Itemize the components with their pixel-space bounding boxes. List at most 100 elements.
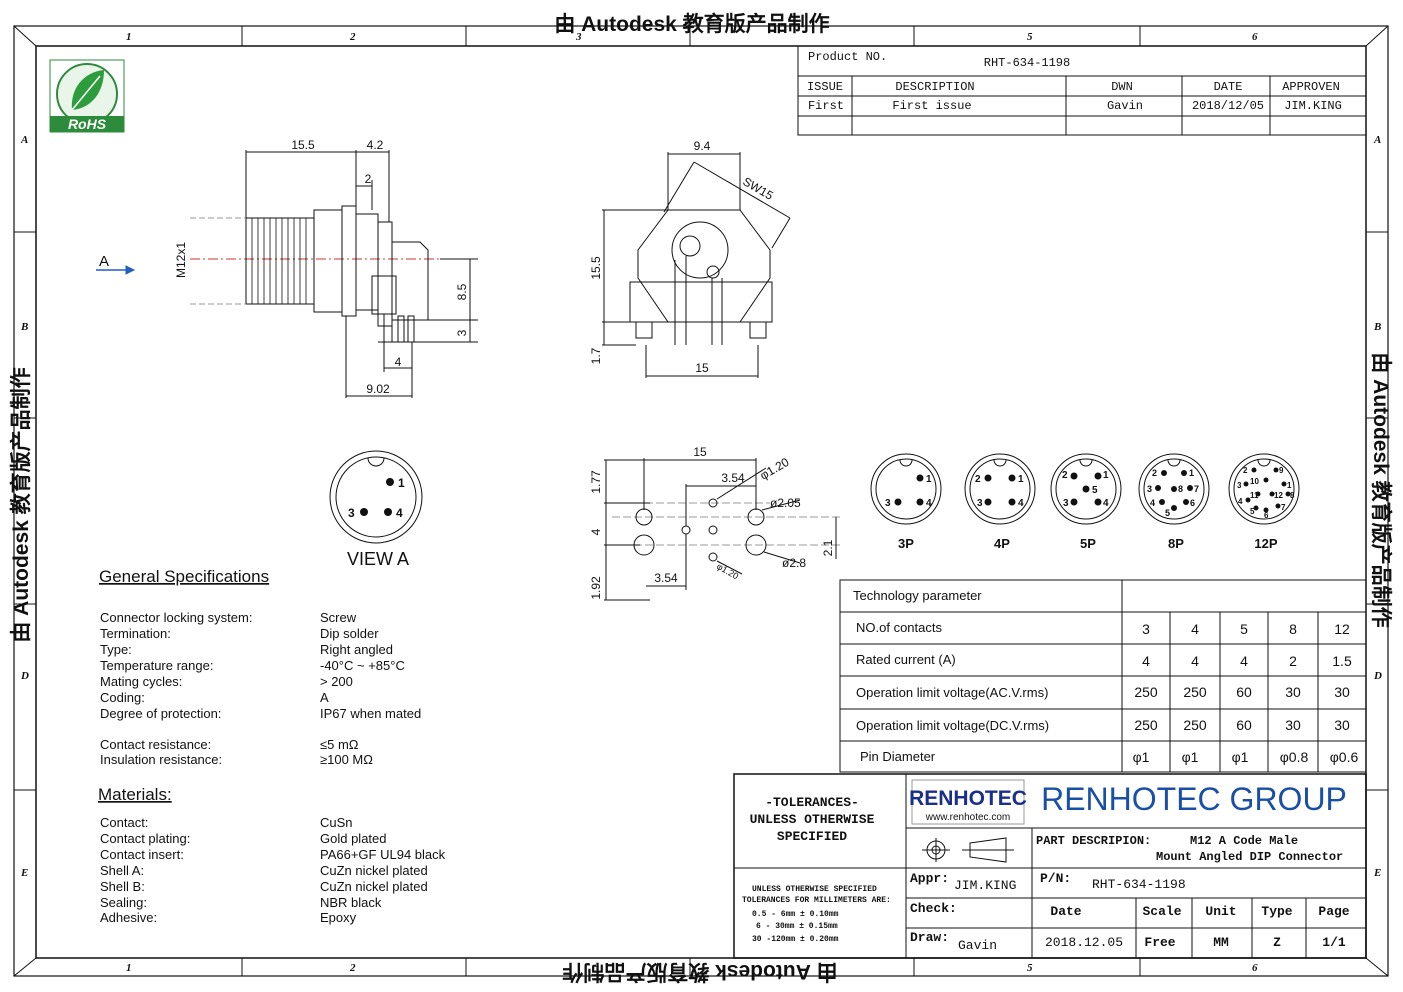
draw-label: Draw:: [910, 930, 949, 945]
side-view-dims: 15.5 4.2 2 M12x1 8.5 3 4 9.02 A: [99, 138, 469, 396]
rev-cell: First issue: [892, 99, 971, 113]
pin-dot: [1082, 485, 1090, 493]
pin-label: 10: [1250, 477, 1259, 486]
pin-label: 11: [1250, 491, 1259, 500]
watermark-right: 由 Autodesk 教育版产品制作: [1369, 352, 1393, 627]
dim-label: 9.02: [366, 382, 390, 396]
col-label: 6: [1252, 31, 1258, 43]
front-view-dims: 9.4 SW15 15.5 1.7 15: [589, 139, 776, 375]
spec-value: IP67 when mated: [320, 706, 421, 721]
tech-cell: φ0.8: [1280, 749, 1309, 765]
tech-cell: 4: [1191, 621, 1199, 637]
material-key: Shell B:: [100, 879, 145, 894]
spec-key: Temperature range:: [100, 658, 213, 673]
border-frame: [13, 25, 1389, 977]
pin-label: 3: [1063, 498, 1069, 509]
product-no-label: Product NO.: [808, 50, 887, 64]
pin-label: 1: [1103, 470, 1109, 481]
tech-cell: φ1: [1182, 749, 1199, 765]
pin-label: 2: [1243, 466, 1248, 475]
row-label: A: [1373, 134, 1381, 146]
spec-key: Coding:: [100, 690, 145, 705]
logo-wordmark: RENHOTEC: [909, 787, 1027, 810]
pin-label: 3: [977, 498, 983, 509]
materials: Materials: Contact: CuSn Contact plating…: [98, 785, 446, 925]
spec-key: Mating cycles:: [100, 674, 182, 689]
pin-dot: [1094, 472, 1102, 480]
part-desc-label: PART DESCRIPION:: [1036, 834, 1151, 848]
title-block: -TOLERANCES- UNLESS OTHERWISE SPECIFIED …: [733, 773, 1367, 959]
pin-dot: [916, 498, 924, 506]
tech-cell: 30: [1285, 717, 1301, 733]
pin-layouts: 1 3 4 3P 2 1 3 4 4P: [870, 453, 1300, 551]
spec-value: > 200: [320, 674, 353, 689]
rev-cell: First: [808, 99, 844, 113]
product-no: RHT-634-1198: [984, 56, 1070, 70]
rev-cell: Gavin: [1107, 99, 1143, 113]
pin-layout-label: 5P: [1080, 536, 1096, 551]
pin-label: 2: [1062, 470, 1068, 481]
pin-dot: [1070, 472, 1078, 480]
pin-label: 4: [1238, 497, 1243, 506]
col-label: 3: [575, 31, 582, 43]
rev-cell: 2018/12/05: [1192, 99, 1264, 113]
pin-label: 9: [1279, 466, 1284, 475]
pin-dot: [984, 498, 992, 506]
dim-label: 2.1: [821, 539, 835, 556]
rev-cell: JIM.KING: [1284, 99, 1342, 113]
row-label: D: [1373, 670, 1382, 682]
tolerance-small: 0.5 - 6mm ± 0.10mm: [752, 910, 839, 919]
col-label: 1: [126, 31, 132, 43]
tech-cell: 1.5: [1332, 653, 1352, 669]
tech-cell: 250: [1183, 684, 1207, 700]
dim-label: M12x1: [174, 242, 188, 278]
draw-value: Gavin: [958, 938, 997, 953]
title-value: MM: [1213, 935, 1229, 950]
material-value: PA66+GF UL94 black: [320, 847, 446, 862]
dim-label: 3.54: [721, 471, 745, 485]
dim-label: ø2.05: [770, 496, 801, 510]
col-label: 2: [349, 31, 356, 43]
tolerance-small: UNLESS OTHERWISE SPECIFIED: [752, 885, 877, 894]
title-header: Page: [1318, 904, 1349, 919]
general-specifications: General Specifications Connector locking…: [99, 567, 421, 767]
dim-label: 15.5: [291, 138, 315, 152]
tech-cell: 4: [1240, 653, 1248, 669]
dim-label: 1.77: [589, 470, 603, 494]
material-key: Sealing:: [100, 895, 147, 910]
tech-cell: 30: [1334, 684, 1350, 700]
spec-value: -40°C ~ +85°C: [320, 658, 405, 673]
tolerance-small: TOLERANCES FOR MILLIMETERS ARE:: [742, 896, 891, 905]
view-arrow-label: A: [99, 253, 109, 270]
rohs-text: RoHS: [68, 116, 107, 132]
spec-value: ≥100 MΩ: [320, 752, 373, 767]
title-header: Unit: [1205, 904, 1236, 919]
dim-label: 3.54: [654, 571, 678, 585]
tolerance-line: UNLESS OTHERWISE: [750, 812, 875, 827]
tech-row-label: Rated current (A): [856, 652, 956, 667]
pin-label: 8: [1178, 484, 1183, 494]
pin-layout-4p: 2 1 3 4 4P: [964, 453, 1036, 551]
rev-header: DESCRIPTION: [895, 80, 974, 94]
pcb-dims: 15 1.77 3.54 φ1.20 ø2.05 4 2.1 ø2.8 φ1.2…: [589, 445, 835, 600]
tech-table: Technology parameter NO.of contacts Rate…: [839, 579, 1367, 773]
material-value: CuSn: [320, 815, 353, 830]
dim-label: 1.7: [589, 347, 603, 364]
tech-cell: 3: [1142, 621, 1150, 637]
material-key: Contact:: [100, 815, 148, 830]
material-key: Contact plating:: [100, 831, 190, 846]
check-label: Check:: [910, 901, 957, 916]
pn-label: P/N:: [1040, 871, 1071, 886]
spec-value: Dip solder: [320, 626, 379, 641]
title-value: Z: [1273, 935, 1281, 950]
tech-row-label: NO.of contacts: [856, 620, 942, 635]
title-value: 1/1: [1322, 935, 1346, 950]
tech-cell: 250: [1183, 717, 1207, 733]
pin-dot: [386, 478, 394, 486]
row-label: E: [1373, 867, 1381, 879]
title-header: Scale: [1142, 904, 1181, 919]
pin-label: 1: [926, 474, 932, 485]
appr-label: Appr:: [910, 871, 949, 886]
dim-label: 4: [589, 528, 603, 535]
